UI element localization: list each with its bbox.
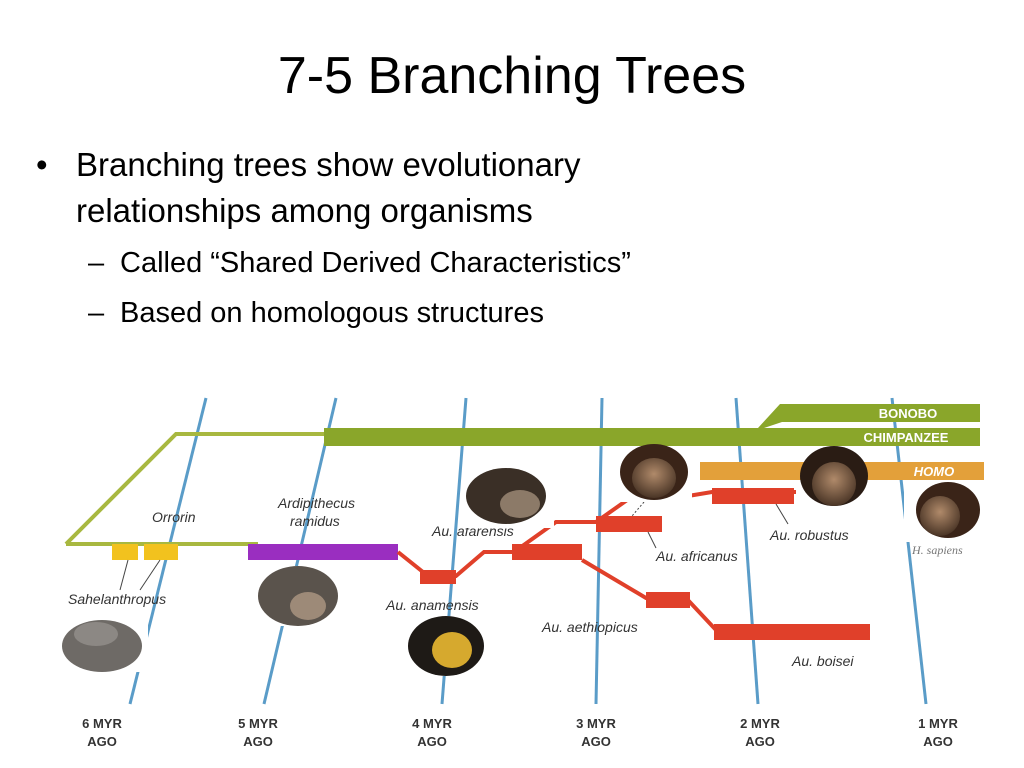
africanus-bar (596, 516, 662, 532)
leader-line (775, 503, 789, 525)
afarensis-head-image (464, 468, 554, 528)
label-leaders (119, 501, 789, 591)
time-label: 5 MYR (238, 716, 278, 731)
time-label: AGO (87, 734, 117, 749)
bullet-list: • Branching trees show evolutionary rela… (30, 142, 750, 334)
aethiopicus-bar (646, 592, 690, 608)
bullet-text: Branching trees show evolutionary relati… (76, 146, 581, 229)
habilis-head-image (616, 444, 692, 502)
boisei-bar (714, 624, 870, 640)
bullet-item: • Branching trees show evolutionary rela… (30, 142, 750, 234)
anamensis-head-image (406, 616, 490, 676)
leader-line (139, 559, 161, 591)
ardipithecus-label: Ardipithecus (277, 495, 355, 511)
leader-line (119, 559, 129, 591)
afarensis-bar (512, 544, 582, 560)
hominin-branches (112, 488, 870, 640)
chimpanzee-band (324, 428, 980, 446)
ardipithecus-head-image (254, 566, 342, 626)
sahelanthropus-bar (112, 544, 138, 560)
anamensis-bar (420, 570, 456, 584)
sapiens-head-image (904, 482, 992, 542)
bullet-dot-icon: • (36, 146, 48, 183)
homo-label: HOMO (914, 464, 954, 479)
ape-lineage-branches (64, 404, 984, 546)
sub-bullet-text: Based on homologous structures (120, 297, 544, 329)
orrorin-label: Orrorin (152, 509, 196, 525)
dash-icon: – (88, 247, 105, 279)
aethiopicus-label: Au. aethiopicus (541, 619, 638, 635)
sub-bullet-text: Called “Shared Derived Characteristics” (120, 247, 631, 279)
sapiens-label: H. sapiens (911, 543, 963, 557)
time-label: 4 MYR (412, 716, 452, 731)
slide-title: 7-5 Branching Trees (277, 47, 747, 105)
sahelanthropus-skull-image (56, 616, 148, 672)
chimpanzee-label: CHIMPANZEE (864, 430, 949, 445)
time-label: AGO (417, 734, 447, 749)
phylogenetic-tree-figure: BONOBO CHIMPANZEE HOMO Orrorin Ardipithe… (56, 397, 992, 749)
orrorin-bar (144, 544, 178, 560)
anamensis-label: Au. anamensis (385, 597, 479, 613)
habilis-label: H. habilis (689, 447, 738, 461)
time-label: AGO (581, 734, 611, 749)
robustus-bar (712, 488, 794, 504)
leader-line (631, 501, 645, 517)
leader-line (647, 531, 657, 549)
bonobo-label: BONOBO (879, 406, 938, 421)
boisei-label: Au. boisei (791, 653, 854, 669)
sub-bullet-item: – Called “Shared Derived Characteristics… (30, 242, 750, 284)
sub-bullet-item: – Based on homologous structures (30, 292, 750, 334)
bonobo-band (758, 404, 980, 428)
time-label: AGO (243, 734, 273, 749)
time-label: 6 MYR (82, 716, 122, 731)
chimp-branch-line (64, 432, 326, 546)
time-line (890, 397, 928, 705)
sahelanthropus-label: Sahelanthropus (68, 591, 166, 607)
time-label: AGO (923, 734, 953, 749)
time-line (734, 397, 760, 705)
hominin-portraits (56, 444, 992, 676)
robustus-label: Au. robustus (769, 527, 849, 543)
dash-icon: – (88, 297, 105, 329)
ramidus-label: ramidus (290, 513, 340, 529)
ardipithecus-bar (248, 544, 398, 560)
africanus-label: Au. africanus (655, 548, 738, 564)
ergaster-head-image (800, 446, 868, 506)
time-label: 3 MYR (576, 716, 616, 731)
time-label: 2 MYR (740, 716, 780, 731)
time-label: AGO (745, 734, 775, 749)
time-label: 1 MYR (918, 716, 958, 731)
time-line (594, 397, 604, 705)
